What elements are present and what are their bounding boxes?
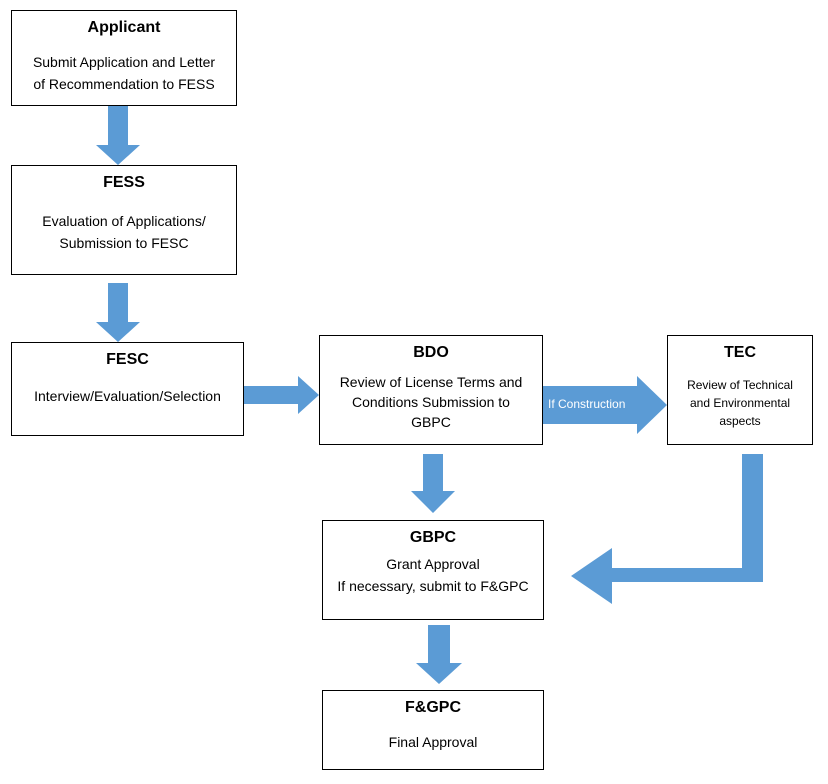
arrow-label-if-construction: If Construction — [548, 397, 626, 411]
fess-description: Evaluation of Applications/ Submission t… — [12, 210, 236, 254]
fesc-line-1: Interview/Evaluation/Selection — [34, 388, 221, 404]
tec-line-3: aspects — [719, 414, 761, 428]
applicant-line-2: of Recommendation to FESS — [33, 76, 215, 92]
fess-title: FESS — [103, 174, 145, 191]
arrow-tec-to-gbpc — [571, 454, 763, 604]
bdo-line-3: GBPC — [411, 414, 451, 430]
arrow-bdo-to-gbpc — [411, 454, 455, 513]
bdo-line-2: Conditions Submission to — [352, 394, 510, 410]
fess-line-1: Evaluation of Applications/ — [42, 213, 206, 229]
fgpc-title: F&GPC — [405, 699, 461, 716]
applicant-box: Applicant Submit Application and Letter … — [11, 10, 237, 106]
fesc-box: FESC Interview/Evaluation/Selection — [11, 342, 244, 436]
fess-line-2: Submission to FESC — [59, 235, 189, 251]
arrow-gbpc-to-fgpc — [416, 625, 462, 684]
tec-title: TEC — [724, 344, 756, 361]
bdo-line-1: Review of License Terms and — [339, 374, 523, 390]
fess-box: FESS Evaluation of Applications/ Submiss… — [11, 165, 237, 275]
fgpc-description: Final Approval — [323, 731, 543, 753]
tec-line-1: Review of Technical — [687, 378, 793, 392]
fesc-title: FESC — [106, 351, 149, 368]
gbpc-line-2: If necessary, submit to F&GPC — [337, 578, 529, 594]
gbpc-description: Grant Approval If necessary, submit to F… — [323, 553, 543, 597]
gbpc-line-1: Grant Approval — [386, 556, 480, 572]
arrow-bdo-to-tec — [543, 376, 667, 434]
gbpc-box: GBPC Grant Approval If necessary, submit… — [322, 520, 544, 620]
tec-line-2: and Environmental — [689, 396, 791, 410]
fesc-description: Interview/Evaluation/Selection — [12, 385, 243, 407]
tec-box: TEC Review of Technical and Environmenta… — [667, 335, 813, 445]
tec-description: Review of Technical and Environmental as… — [668, 376, 812, 430]
arrow-fess-to-fesc — [96, 283, 140, 342]
bdo-box: BDO Review of License Terms and Conditio… — [319, 335, 543, 445]
applicant-line-1: Submit Application and Letter — [32, 54, 216, 70]
applicant-description: Submit Application and Letter of Recomme… — [12, 51, 236, 95]
fgpc-box: F&GPC Final Approval — [322, 690, 544, 770]
bdo-description: Review of License Terms and Conditions S… — [320, 372, 542, 432]
arrow-applicant-to-fess — [96, 106, 140, 165]
gbpc-title: GBPC — [409, 529, 457, 546]
arrow-fesc-to-bdo — [244, 376, 319, 414]
applicant-title: Applicant — [87, 19, 161, 36]
bdo-title: BDO — [413, 344, 449, 361]
fgpc-line-1: Final Approval — [388, 734, 478, 750]
